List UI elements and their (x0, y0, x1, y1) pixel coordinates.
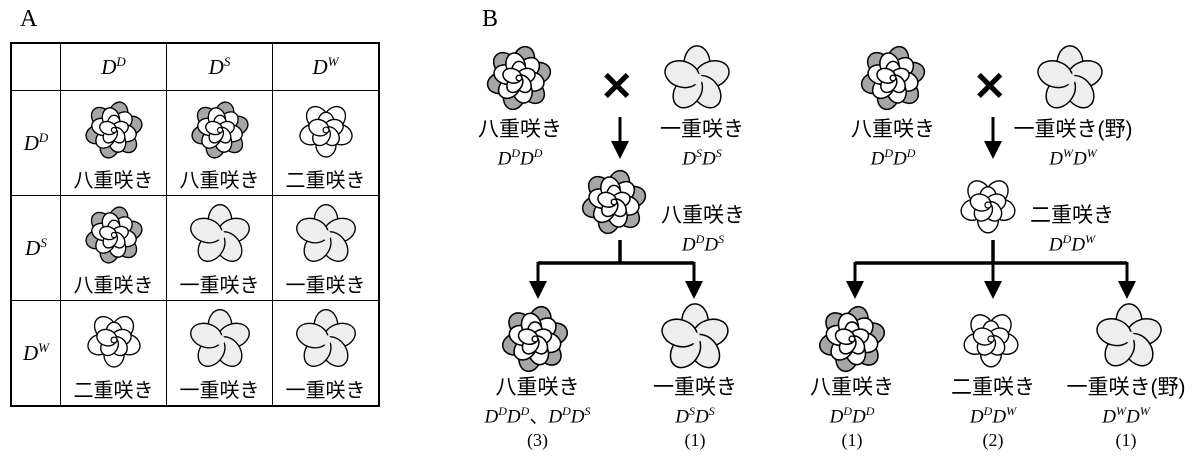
flower-double-icon (581, 169, 647, 235)
flower-single-icon (189, 308, 250, 367)
f1-flower-semi (955, 168, 1021, 238)
f2-label: 一重咲き DSDS (1) (653, 376, 737, 451)
flower-single-icon (189, 203, 250, 262)
table-cell: 二重咲き (60, 300, 167, 407)
f1-flower-double (578, 162, 650, 238)
parent-label: 八重咲き DDDD (478, 118, 562, 170)
flower-double-icon (84, 205, 143, 264)
flower-single-icon (295, 308, 356, 367)
table-cell: 二重咲き (272, 90, 380, 196)
phenotype-label: 一重咲き (179, 379, 260, 402)
table-cell: 一重咲き (272, 195, 380, 301)
flower-semi-icon (960, 180, 1016, 234)
table-cell: 一重咲き (272, 300, 380, 407)
flower-double-icon (167, 98, 272, 162)
table-cell: 八重咲き (60, 90, 167, 196)
table-cell: 一重咲き (166, 195, 273, 301)
flower-single-icon (273, 203, 378, 267)
flower-semi-icon (61, 308, 166, 372)
panel-b-label: B (482, 6, 499, 32)
phenotype-label: 八重咲き (73, 274, 154, 297)
f2-label: 八重咲き DDDD、DDDS (3) (484, 376, 591, 451)
flower-double-icon (84, 100, 143, 159)
f2-label: 二重咲き DDDW (2) (951, 376, 1035, 451)
f2-flower-single (1094, 298, 1164, 372)
column-header-dw: DW (272, 42, 380, 91)
flower-double-icon (61, 98, 166, 162)
flower-semi-icon (298, 105, 353, 158)
genotype-phenotype-table: DD DS DW DD 八重咲き 八重咲き 二重咲き DS 八重咲き 一重咲き … (10, 42, 380, 407)
parent-label: 一重咲き(野) DWDW (1013, 118, 1133, 170)
flower-single-icon (167, 308, 272, 372)
parent-flower-single (662, 40, 732, 114)
flower-double-icon (818, 305, 886, 373)
f2-flower-semi (958, 302, 1024, 372)
phenotype-label: 八重咲き (73, 169, 154, 192)
flower-double-icon (501, 305, 569, 373)
row-header-ds: DS (10, 195, 61, 301)
phenotype-label: 一重咲き (285, 379, 366, 402)
f1-label: 八重咲き DDDS (661, 204, 745, 256)
parent-label: 一重咲き DSDS (660, 118, 744, 170)
f1-label: 二重咲き DDDW (1030, 204, 1114, 256)
flower-single-icon (661, 303, 729, 369)
phenotype-label: 二重咲き (73, 379, 154, 402)
flower-semi-icon (86, 315, 141, 368)
flower-single-icon (1096, 303, 1162, 367)
column-header-ds: DS (166, 42, 273, 91)
f2-flower-double (815, 298, 889, 376)
parent-label: 八重咲き DDDD (851, 118, 935, 170)
flower-double-icon (860, 45, 926, 111)
flower-single-icon (167, 203, 272, 267)
cross-symbol: ✕ (973, 65, 1007, 109)
phenotype-label: 八重咲き (179, 169, 260, 192)
table-cell: 一重咲き (166, 300, 273, 407)
flower-semi-icon (963, 314, 1019, 368)
flower-single-icon (295, 203, 356, 262)
f2-label: 八重咲き DDDD (1) (810, 376, 894, 451)
flower-double-icon (61, 203, 166, 267)
parent-flower-double (483, 38, 555, 114)
f2-flower-single (659, 298, 731, 374)
table-cell: 八重咲き (60, 195, 167, 301)
flower-double-icon (190, 100, 249, 159)
flower-single-icon (664, 45, 730, 109)
flower-semi-icon (273, 98, 378, 162)
parent-flower-single (1035, 40, 1105, 114)
phenotype-label: 二重咲き (285, 169, 366, 192)
f2-flower-double (498, 298, 572, 376)
phenotype-label: 一重咲き (285, 274, 366, 297)
phenotype-label: 一重咲き (179, 274, 260, 297)
flower-double-icon (486, 45, 552, 111)
flower-single-icon (273, 308, 378, 372)
cross-symbol: ✕ (600, 65, 634, 109)
parent-flower-double (857, 38, 929, 114)
f2-label: 一重咲き(野) DWDW (1) (1066, 376, 1186, 451)
column-header-dd: DD (60, 42, 167, 91)
panel-a-label: A (20, 6, 38, 32)
flower-single-icon (1037, 45, 1103, 109)
table-cell: 八重咲き (166, 90, 273, 196)
